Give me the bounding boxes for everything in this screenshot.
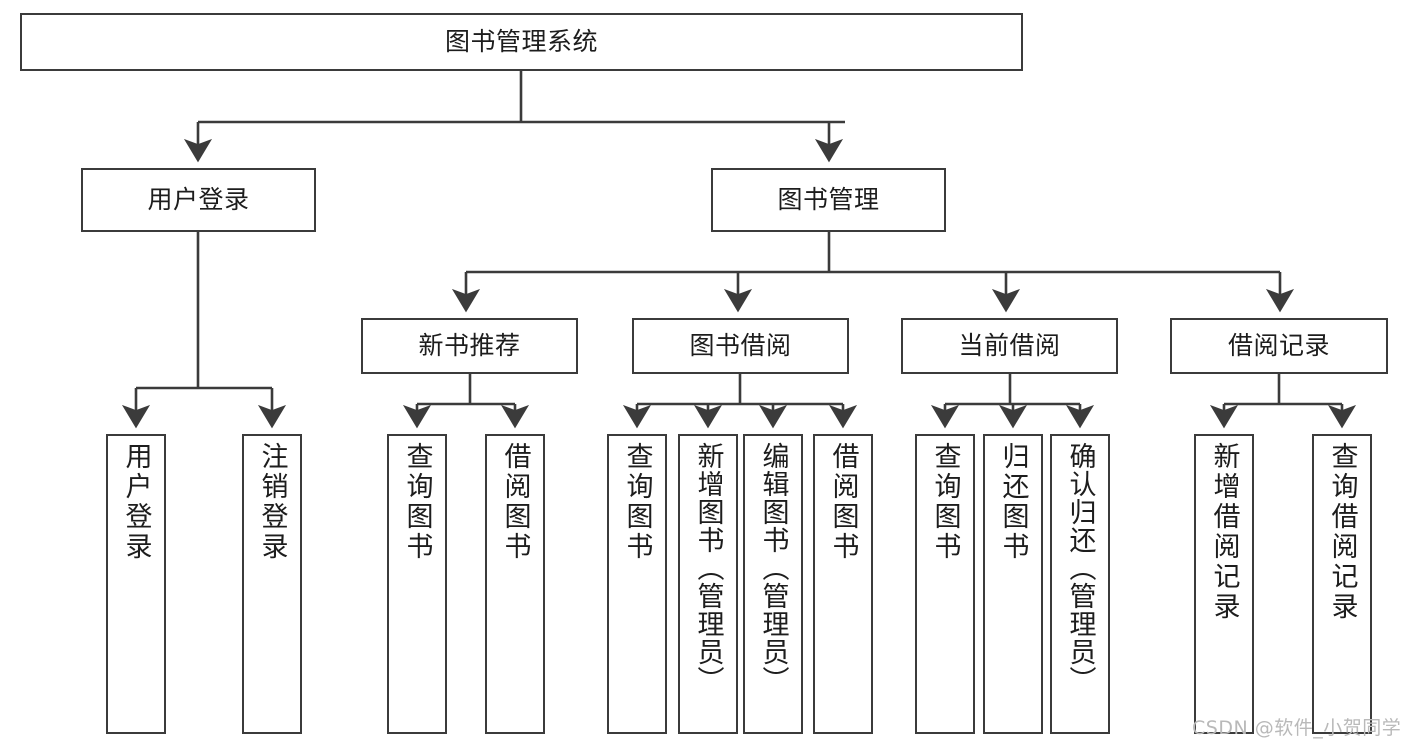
node-root-label: 图书管理系统 [444,27,598,57]
node-current-borrow[interactable]: 当前借阅 [901,318,1118,374]
node-leaf-add-record[interactable]: 新增借阅记录 [1194,434,1254,734]
node-leaf-return-book[interactable]: 归还图书 [983,434,1043,734]
node-leaf-query-record[interactable]: 查询借阅记录 [1312,434,1372,734]
node-leaf-confirm-return-label: 确认归还（管理员） [1064,442,1096,694]
node-leaf-query-book-current-label: 查询图书 [929,442,961,562]
node-leaf-borrow-book[interactable]: 借阅图书 [813,434,873,734]
node-new-book-recommend[interactable]: 新书推荐 [361,318,578,374]
node-root[interactable]: 图书管理系统 [20,13,1023,71]
node-leaf-return-book-label: 归还图书 [997,442,1029,562]
node-user-login-label: 用户登录 [147,185,250,215]
node-leaf-borrow-book-new[interactable]: 借阅图书 [485,434,545,734]
node-leaf-query-record-label: 查询借阅记录 [1326,442,1358,622]
node-leaf-logout[interactable]: 注销登录 [242,434,302,734]
node-book-manage[interactable]: 图书管理 [711,168,946,232]
node-user-login[interactable]: 用户登录 [81,168,316,232]
node-book-borrow-label: 图书借阅 [689,331,792,361]
node-leaf-borrow-book-new-label: 借阅图书 [499,442,531,562]
node-book-borrow[interactable]: 图书借阅 [632,318,849,374]
node-borrow-record-label: 借阅记录 [1227,331,1330,361]
node-leaf-query-book-new[interactable]: 查询图书 [387,434,447,734]
node-leaf-user-login-label: 用户登录 [120,442,152,562]
node-leaf-edit-book[interactable]: 编辑图书（管理员） [743,434,803,734]
node-leaf-logout-label: 注销登录 [256,442,288,562]
csdn-watermark: CSDN @软件_小贺同学 [1192,717,1402,739]
node-leaf-add-book-label: 新增图书（管理员） [692,442,724,694]
node-leaf-query-book-borrow-label: 查询图书 [621,442,653,562]
node-leaf-query-book-new-label: 查询图书 [401,442,433,562]
node-new-book-recommend-label: 新书推荐 [418,331,521,361]
node-leaf-confirm-return[interactable]: 确认归还（管理员） [1050,434,1110,734]
node-leaf-query-book-current[interactable]: 查询图书 [915,434,975,734]
node-current-borrow-label: 当前借阅 [958,331,1061,361]
node-borrow-record[interactable]: 借阅记录 [1170,318,1388,374]
node-leaf-add-record-label: 新增借阅记录 [1208,442,1240,622]
node-leaf-user-login[interactable]: 用户登录 [106,434,166,734]
node-leaf-borrow-book-label: 借阅图书 [827,442,859,562]
node-leaf-query-book-borrow[interactable]: 查询图书 [607,434,667,734]
node-leaf-add-book[interactable]: 新增图书（管理员） [678,434,738,734]
node-book-manage-label: 图书管理 [777,185,880,215]
node-leaf-edit-book-label: 编辑图书（管理员） [757,442,789,694]
